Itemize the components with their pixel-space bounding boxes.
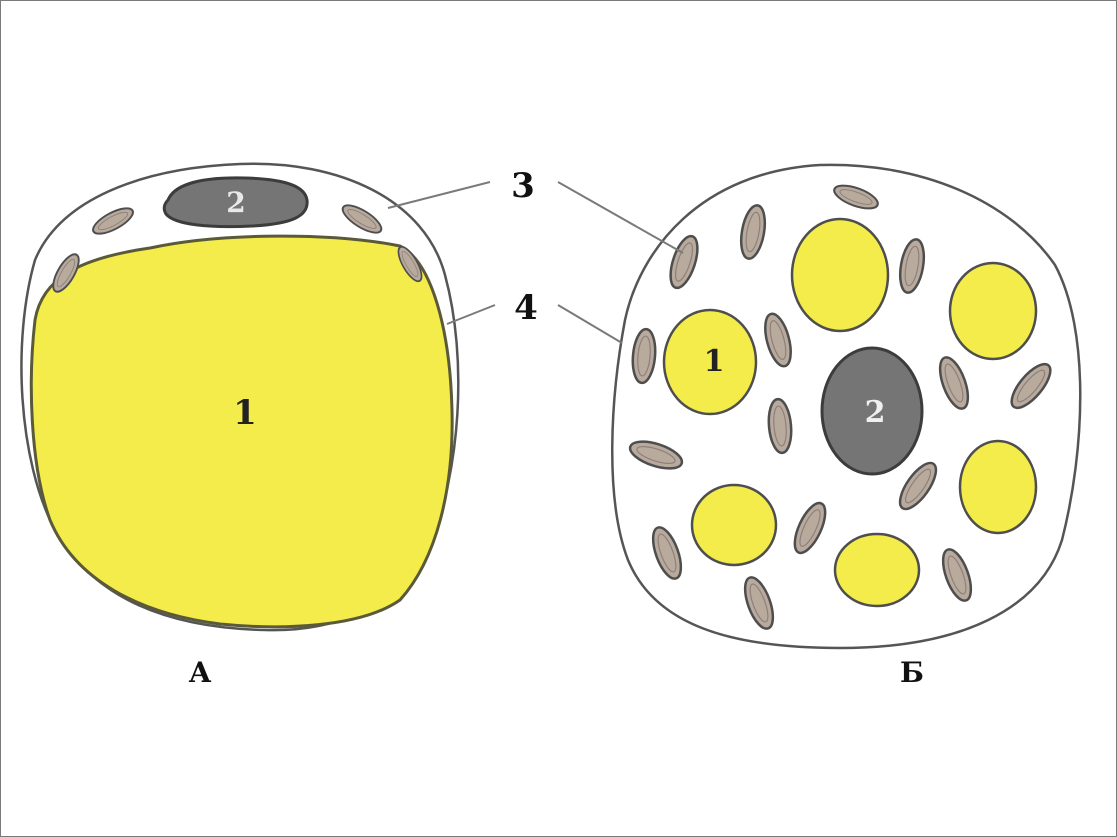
cell-b-fat-label: 1 [704, 344, 725, 379]
cell-b-fat-droplet [692, 485, 776, 565]
pointer-3-left [388, 182, 490, 208]
pointer-3-right [558, 182, 683, 253]
cell-b-fat-droplet [835, 534, 919, 606]
cell-b-fat-droplet [950, 263, 1036, 359]
cell-a-nucleus-label: 2 [226, 186, 245, 219]
cell-b-fat-droplet [960, 441, 1036, 533]
label-3: 3 [511, 166, 535, 206]
cell-b-caption: Б [900, 656, 924, 689]
label-4: 4 [514, 288, 538, 328]
pointer-4-right [558, 305, 622, 343]
cell-a-caption: А [189, 656, 212, 689]
cell-b [612, 165, 1080, 648]
cell-b-fat-droplet [792, 219, 888, 331]
cell-a-fat-label: 1 [233, 393, 257, 433]
cell-b-nucleus-label: 2 [865, 395, 886, 430]
